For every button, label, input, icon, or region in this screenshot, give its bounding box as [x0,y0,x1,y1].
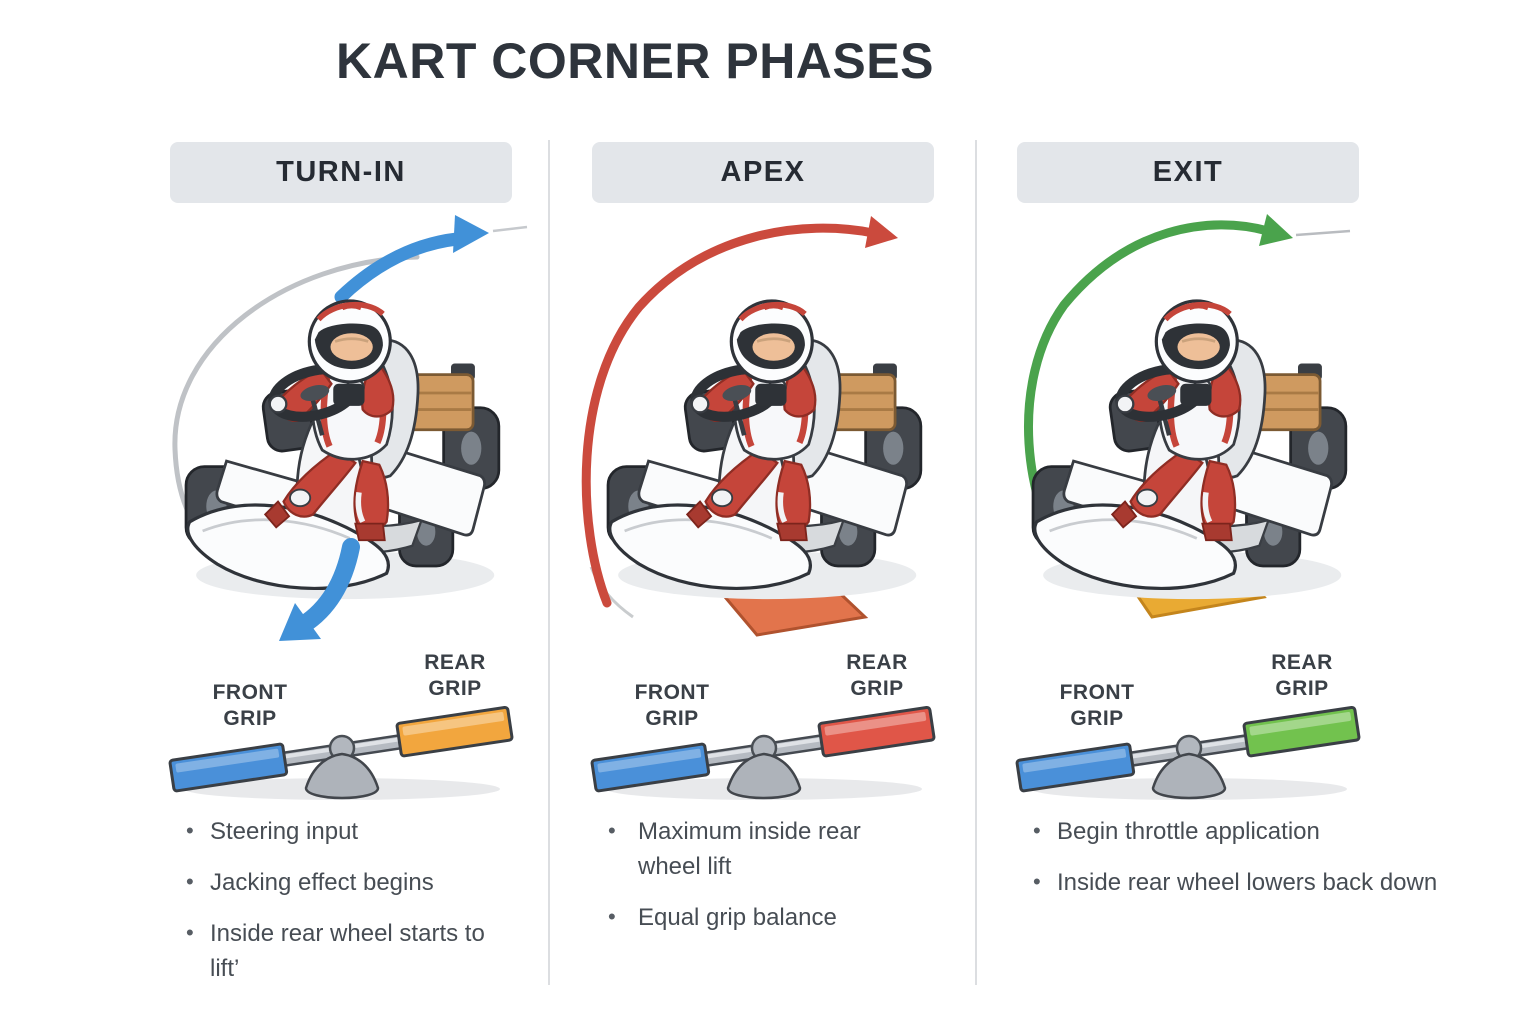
bullet-icon: • [608,904,616,929]
front-grip-bar [1015,742,1136,793]
note-item: •Maximum inside rear wheel lift [604,814,866,884]
front-grip-label: FRONT GRIP [634,681,710,730]
note-item: •Steering input [182,814,492,849]
turn-in-arrowhead-icon [453,215,489,253]
bullet-icon: • [186,869,194,894]
phase-notes-turn-in: •Steering input •Jacking effect begins •… [182,814,492,1002]
phase-header-exit: EXIT [1017,142,1359,203]
front-grip-bar [168,742,289,793]
rear-grip-label: REAR GRIP [1271,651,1333,700]
column-exit: EXIT FRONT GRIP REAR GRIP [1015,142,1437,896]
note-item: •Begin throttle application [1029,814,1489,849]
apex-arrowhead-icon [865,216,898,248]
bullet-icon: • [1033,818,1041,843]
page-title: KART CORNER PHASES [336,33,934,89]
kart-icon [608,301,921,599]
bullet-icon: • [186,920,194,945]
phase-header-turn-in: TURN-IN [170,142,512,203]
rear-grip-bar [1242,705,1361,758]
phase-notes-exit: •Begin throttle application •Inside rear… [1029,814,1489,916]
jacking-arrow-icon [294,538,360,634]
grip-balance-seesaw [168,705,514,800]
arrow-tail-line [492,225,528,233]
note-item: •Inside rear wheel lowers back down [1029,865,1489,900]
seesaw-base [304,752,380,800]
column-turn-in: TURN-IN FRONT GRIP REAR GRIP • [168,142,528,982]
turn-in-arrow-icon [334,232,464,304]
seesaw-base [1151,752,1227,800]
column-divider [548,140,550,985]
rear-grip-bar [817,705,936,758]
column-apex: APEX FRONT GRIP REAR GRIP [581,142,937,931]
rear-grip-label: REAR GRIP [846,651,908,700]
bullet-icon: • [608,818,616,843]
bullet-icon: • [1033,869,1041,894]
kart-illustration-apex [581,216,967,637]
rear-grip-bar [395,705,514,758]
apex-arrow-icon [581,223,878,608]
seesaw-base [726,752,802,800]
bullet-icon: • [186,818,194,843]
kart-illustration-exit [1023,214,1392,619]
exit-arrowhead-icon [1259,214,1293,246]
kart-icon [1033,301,1346,599]
note-item: •Inside rear wheel starts to lift’ [182,916,492,986]
phase-header-apex: APEX [592,142,934,203]
note-item: •Equal grip balance [604,900,866,935]
grip-balance-seesaw [1015,705,1361,800]
front-grip-label: FRONT GRIP [212,681,288,730]
grip-balance-seesaw [590,705,936,800]
kart-illustration-turn-in [172,215,528,641]
front-grip-bar [590,742,711,793]
phase-notes-apex: •Maximum inside rear wheel lift •Equal g… [604,814,866,951]
arrow-tail-line [1295,229,1351,237]
rear-grip-label: REAR GRIP [424,651,486,700]
front-grip-label: FRONT GRIP [1059,681,1135,730]
column-divider [975,140,977,985]
note-item: •Jacking effect begins [182,865,492,900]
jacking-arrowhead-icon [279,603,321,641]
